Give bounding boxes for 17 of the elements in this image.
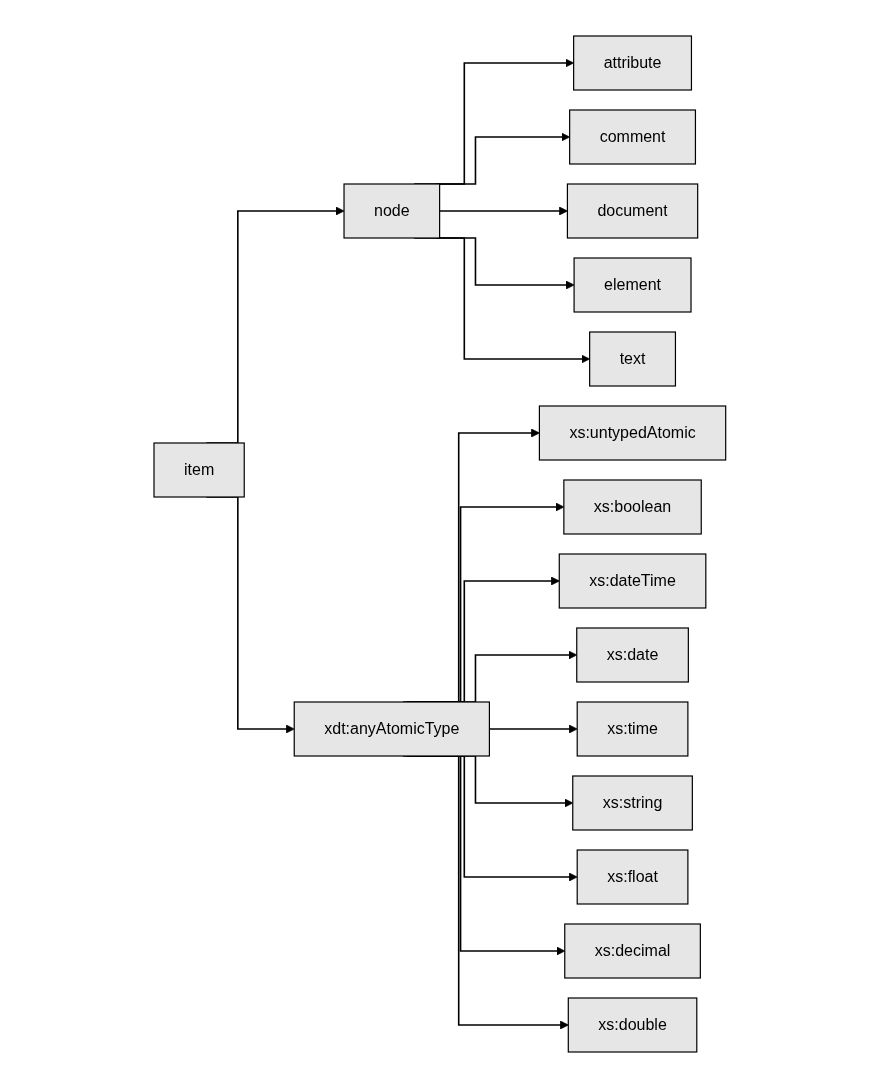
node-box: xs:boolean [562,479,702,535]
node-box: node [343,183,440,239]
node-box: text [588,331,676,387]
node-box: xs:dateTime [558,553,707,609]
node-box: xdt:anyAtomicType [293,701,490,757]
node-box: xs:string [571,775,693,831]
node-box: document [566,183,698,239]
node-box: xs:untypedAtomic [538,405,726,461]
node-box: xs:double [567,997,698,1053]
node-box: attribute [572,35,692,91]
node-box: xs:decimal [563,923,701,979]
node-box: comment [568,109,696,165]
node-box: xs:float [576,849,689,905]
node-box: xs:date [575,627,689,683]
node-box: xs:time [576,701,689,757]
node-box: element [573,257,692,313]
node-box: item [153,442,245,498]
